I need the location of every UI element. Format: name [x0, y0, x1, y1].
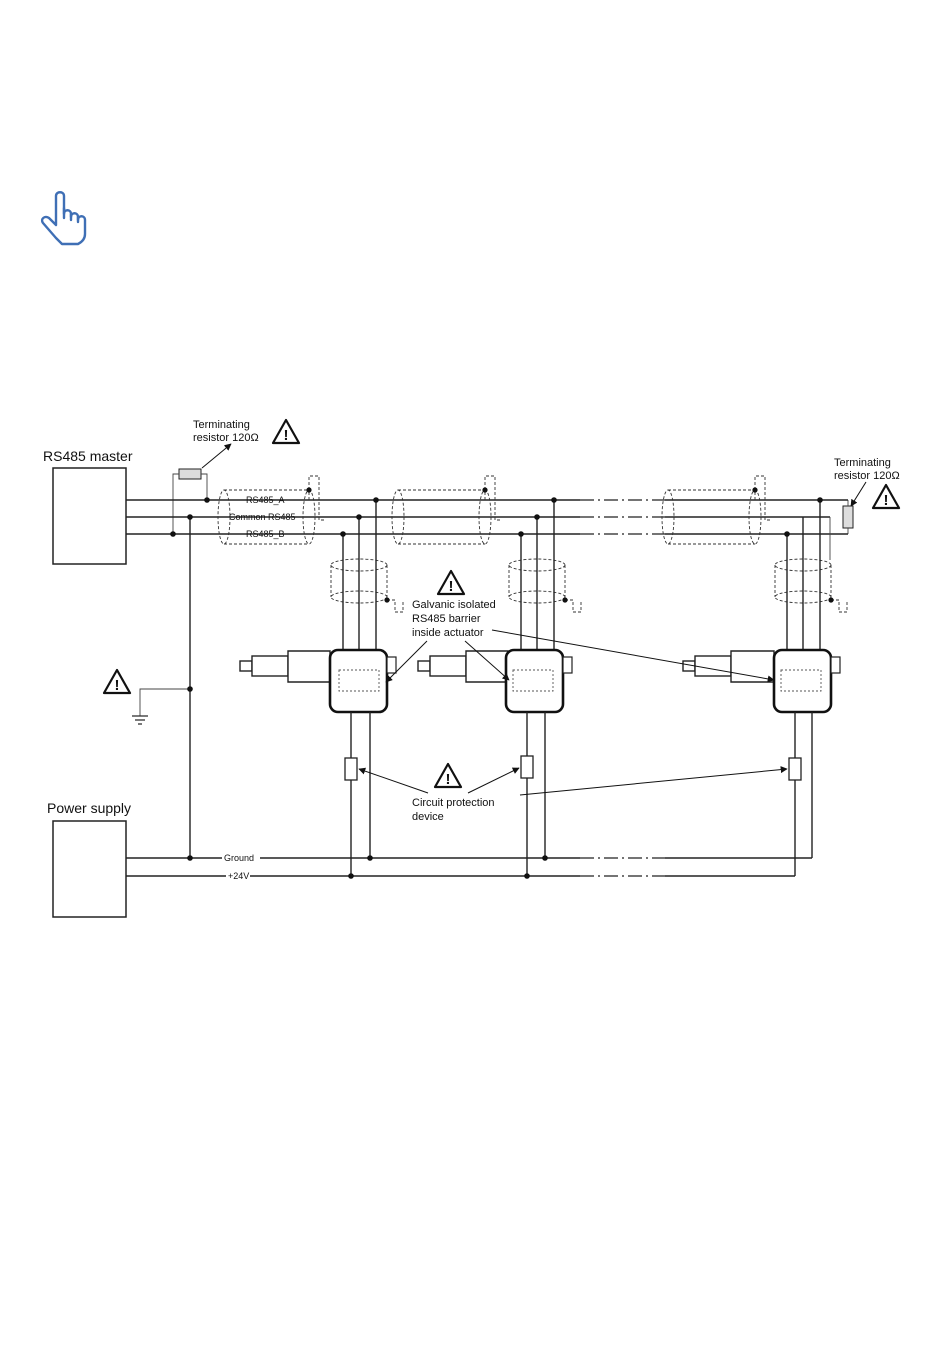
terminating-resistor-left-label-2: resistor 120Ω: [193, 432, 259, 444]
warning-icon-terminating-right: !: [873, 485, 899, 509]
circuit-protection-device-3: [789, 758, 801, 780]
actuator-3: [683, 650, 840, 712]
rs485-master-box: [53, 468, 126, 564]
circuit-protection-device-2: [521, 756, 533, 778]
galvanic-label-3: inside actuator: [412, 627, 484, 639]
warning-icon-circuit-protection: !: [435, 764, 461, 788]
pointing-hand-icon: [42, 192, 85, 244]
rs485-master-label: RS485 master: [43, 448, 133, 464]
circuit-protection-label-2: device: [412, 811, 444, 823]
rs485-barrier-3: [781, 670, 821, 691]
svg-text:!: !: [884, 492, 889, 509]
circuit-protection-device-1: [345, 758, 357, 780]
svg-text:!: !: [284, 427, 289, 444]
power-drop-wires: [351, 712, 812, 876]
common-rs485-label: Common RS485: [229, 512, 296, 522]
ground-label: Ground: [224, 853, 254, 863]
ground-symbol-icon: [132, 716, 148, 724]
power-supply-box: [53, 821, 126, 917]
rs485-barrier-2: [513, 670, 553, 691]
terminating-resistor-right-label-1: Terminating: [834, 457, 891, 469]
power-supply-label: Power supply: [47, 800, 131, 816]
svg-text:!: !: [115, 677, 120, 694]
actuator-1: [240, 650, 396, 712]
warning-icon-terminating-left: !: [273, 420, 299, 444]
actuator-2: [418, 650, 572, 712]
galvanic-label-1: Galvanic isolated: [412, 599, 496, 611]
plus24v-label: +24V: [228, 871, 249, 881]
warning-icon-ground: !: [104, 670, 130, 694]
rs485-barrier-1: [339, 670, 379, 691]
rs485-a-label: RS485_A: [246, 495, 285, 505]
rs485-b-label: RS485_B: [246, 529, 285, 539]
terminating-resistor-right: [843, 506, 853, 528]
svg-text:!: !: [446, 771, 451, 788]
terminating-resistor-left: [179, 469, 201, 479]
circuit-protection-label-1: Circuit protection: [412, 797, 495, 809]
warning-icon-galvanic: !: [438, 571, 464, 595]
junction-dots: [170, 487, 833, 878]
drop-cable-shields: [331, 559, 847, 612]
terminating-resistor-right-label-2: resistor 120Ω: [834, 470, 900, 482]
svg-text:!: !: [449, 578, 454, 595]
galvanic-label-2: RS485 barrier: [412, 613, 481, 625]
terminating-resistor-left-label-1: Terminating: [193, 419, 250, 431]
